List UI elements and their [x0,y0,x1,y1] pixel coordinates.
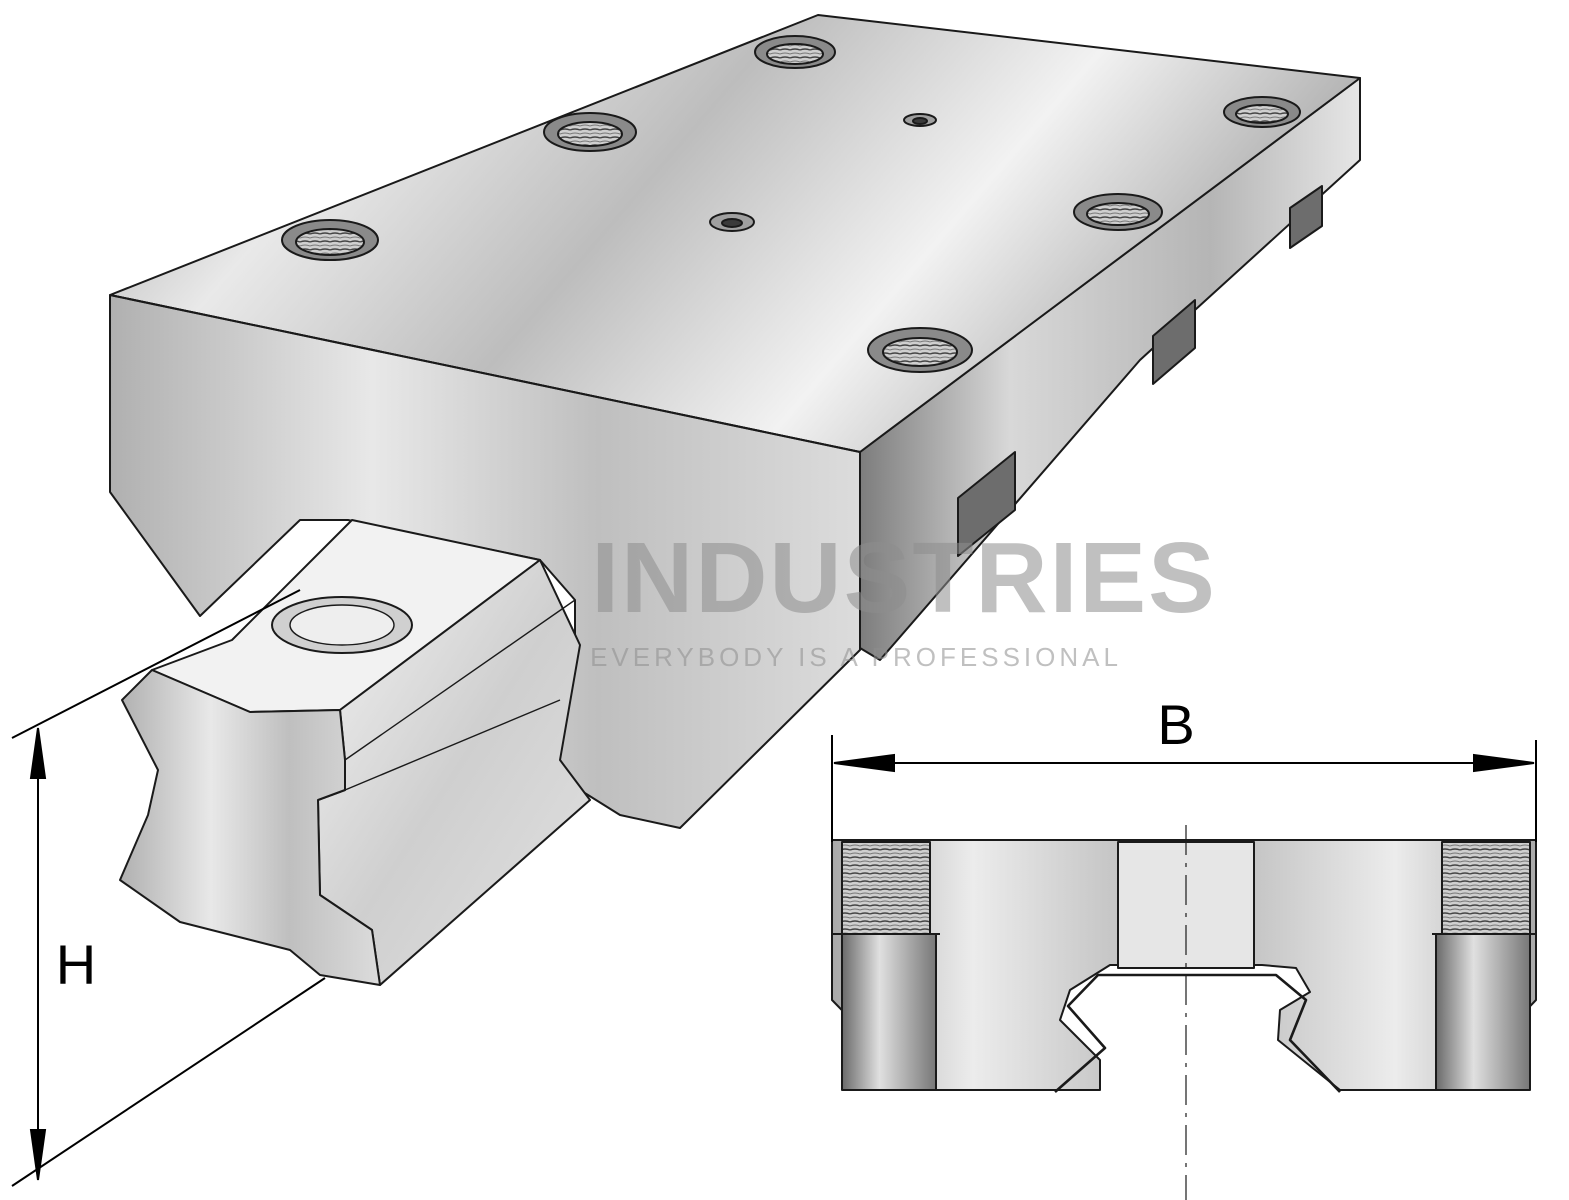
side-recess-1 [957,451,1016,557]
arrow-left-icon [833,753,895,773]
threaded-hole-icon [1223,96,1301,128]
cross-section-view [831,825,1537,1200]
side-recess-3 [1289,185,1323,249]
width-dimension [831,735,1537,842]
width-label: B [1157,693,1194,756]
front-face-edge [109,294,861,453]
carriage-3d-view [109,14,1361,829]
height-label: H [56,933,96,996]
threaded-hole-icon [754,35,836,69]
guide-rail [119,519,591,986]
thread-bore-right [1441,841,1531,935]
arrow-down-icon [29,1129,47,1181]
threaded-hole-icon [1073,193,1163,231]
threaded-hole-icon [543,112,637,152]
lube-hole-icon [709,212,755,232]
threaded-hole-icon [281,219,379,261]
side-recess-2 [1152,299,1196,385]
mounting-holes [281,35,1301,373]
watermark: INDUSTRIES EVERYBODY IS A PROFESSIONAL [590,522,1217,672]
h-extension-top [11,589,301,739]
threaded-hole-icon [867,327,973,373]
watermark-title: INDUSTRIES [591,522,1217,634]
watermark-tagline: EVERYBODY IS A PROFESSIONAL [590,642,1122,672]
height-dimension [11,589,326,1187]
rail-end-face [119,669,381,986]
arrow-up-icon [29,727,47,779]
h-extension-bottom [11,977,326,1187]
lube-hole-icon [903,113,937,127]
arrow-right-icon [1473,753,1535,773]
thread-bore-left [841,841,931,935]
